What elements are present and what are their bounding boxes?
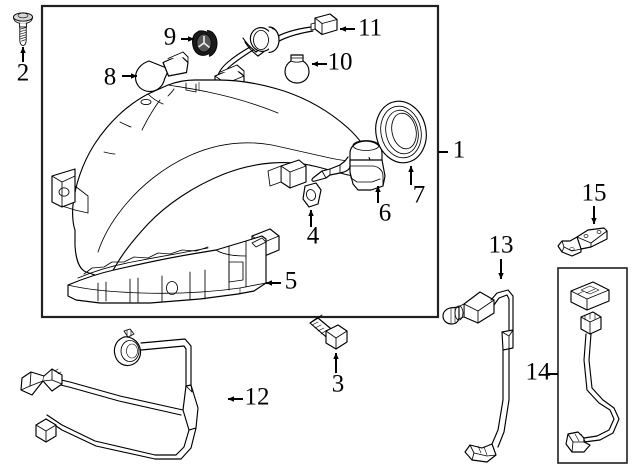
part-socket-cap-9 (192, 30, 218, 57)
part-retainer-4 (302, 182, 322, 208)
part-lower-bracket-5 (67, 235, 267, 304)
part-bracket-15 (557, 227, 608, 257)
callout-13[interactable]: 13 (489, 232, 514, 259)
callout-15[interactable]: 15 (582, 180, 607, 207)
callout-10[interactable]: 10 (328, 49, 353, 76)
callout-5[interactable]: 5 (285, 268, 298, 295)
part-sensor-harness-13 (442, 289, 514, 463)
part-harness-12 (20, 328, 199, 460)
part-park-bulb-10 (284, 54, 310, 84)
part-module-harness-14 (565, 281, 620, 453)
part-signal-bulb-8 (134, 51, 189, 93)
callout-leaders (20, 26, 597, 402)
callout-numbers: 1 2 3 4 5 6 7 8 9 10 11 12 13 14 15 (17, 15, 607, 411)
harness-box (557, 267, 628, 464)
callout-12[interactable]: 12 (245, 384, 270, 411)
callout-6[interactable]: 6 (379, 200, 392, 227)
callout-1[interactable]: 1 (453, 137, 466, 164)
callout-7[interactable]: 7 (413, 182, 426, 209)
callout-2[interactable]: 2 (17, 60, 30, 87)
part-connector-11 (310, 13, 338, 36)
callout-14[interactable]: 14 (526, 359, 552, 386)
callout-9[interactable]: 9 (164, 24, 177, 51)
main-assembly-box (40, 4, 440, 319)
part-seal-ring-7 (375, 100, 427, 164)
callout-3[interactable]: 3 (332, 371, 345, 398)
part-screw-2 (13, 12, 33, 46)
callout-11[interactable]: 11 (358, 15, 382, 42)
callout-8[interactable]: 8 (104, 64, 117, 91)
part-bolt-3 (309, 314, 348, 350)
callout-4[interactable]: 4 (307, 223, 320, 250)
